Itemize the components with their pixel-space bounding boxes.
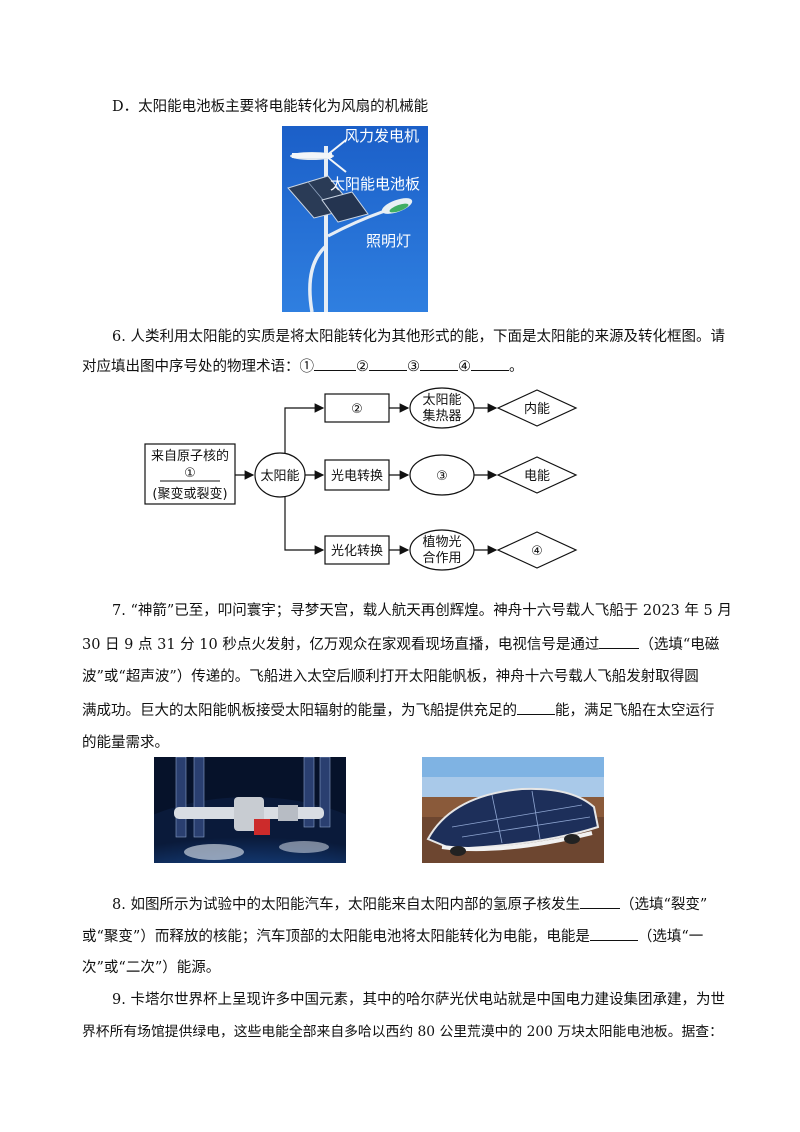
q8-line1: 8. 如图所示为试验中的太阳能汽车，太阳能来自太阳内部的氢原子核发生 （选填“裂变…: [112, 894, 707, 915]
q6-end: 。: [509, 359, 524, 375]
q6-mark-3: ③: [407, 359, 420, 375]
q6-blank-3[interactable]: [420, 356, 458, 371]
source-line3: (聚变或裂变): [152, 486, 227, 502]
q7-line1: 7. “神箭”已至，叩问寰宇；寻梦天宫，载人航天再创辉煌。神舟十六号载人飞船于 …: [112, 603, 732, 619]
bot-diamond: [496, 531, 578, 569]
q7-line3: 波”或“超声波”）传递的。飞船进入太空后顺利打开太阳能帆板，神舟十六号载人飞船发…: [82, 669, 699, 685]
lighting-lamp-label: 照明灯: [366, 232, 411, 250]
q7-line2: 30 日 9 点 31 分 10 秒点火发射，亿万观众在家观看现场直播，电视信号…: [82, 634, 719, 655]
q7-line2-a: 30 日 9 点 31 分 10 秒点火发射，亿万观众在家观看现场直播，电视信号…: [82, 637, 600, 653]
mid-diamond-label: 电能: [524, 469, 550, 484]
q9-line1: 9. 卡塔尔世界杯上呈现许多中国元素，其中的哈尔萨光伏电站就是中国电力建设集团承…: [112, 992, 725, 1008]
mid-box-label: 光电转换: [331, 469, 383, 484]
q7-line4-b: 能，满足飞船在太空运行: [555, 703, 715, 719]
option-d-text: D．太阳能电池板主要将电能转化为风扇的机械能: [112, 99, 429, 115]
solar-car-photo: [422, 757, 604, 863]
q7-blank-1[interactable]: [599, 634, 640, 649]
center-label: 太阳能: [260, 469, 299, 484]
q6-line2: 对应填出图中序号处的物理术语：① ② ③ ④ 。: [82, 356, 524, 377]
mid-circle-label: ③: [436, 469, 448, 484]
mid-diamond: [496, 456, 578, 494]
top-diamond: [496, 389, 578, 427]
q8-line1-a: 8. 如图所示为试验中的太阳能汽车，太阳能来自太阳内部的氢原子核发生: [112, 897, 580, 913]
q8-line1-b: （选填“裂变”: [619, 897, 708, 913]
q8-line2: 或“聚变”）而释放的核能；汽车顶部的太阳能电池将太阳能转化为电能，电能是 （选填“…: [82, 926, 703, 947]
q8-line2-a: 或“聚变”）而释放的核能；汽车顶部的太阳能电池将太阳能转化为电能，电能是: [82, 929, 590, 945]
q7-blank-2[interactable]: [517, 700, 555, 715]
top-diamond-label: 内能: [524, 401, 550, 417]
q6-mark-4: ④: [458, 359, 471, 375]
q8-blank-2[interactable]: [589, 926, 638, 941]
top-circle-line1: 太阳能: [422, 393, 461, 408]
q7-line5: 的能量需求。: [82, 735, 169, 751]
q7-line4-a: 满成功。巨大的太阳能帆板接受太阳辐射的能量，为飞船提供充足的: [82, 703, 517, 719]
q6-line1: 6. 人类利用太阳能的实质是将太阳能转化为其他形式的能，下面是太阳能的来源及转化…: [112, 329, 725, 345]
q6-prompt: 对应填出图中序号处的物理术语：: [82, 359, 300, 375]
mid-box: [324, 459, 390, 491]
bot-circle-line2: 合作用: [422, 551, 461, 566]
q6-blank-4[interactable]: [471, 356, 509, 371]
bot-circle-line1: 植物光: [422, 535, 461, 550]
top-box-label: ②: [351, 402, 363, 417]
source-line1: 来自原子核的: [151, 448, 229, 464]
q6-blank-2[interactable]: [369, 356, 407, 371]
q7-line4: 满成功。巨大的太阳能帆板接受太阳辐射的能量，为飞船提供充足的 能，满足飞船在太空运…: [82, 700, 715, 721]
q8-blank-1[interactable]: [579, 894, 620, 909]
q6-mark-1: ①: [299, 359, 315, 375]
bot-box-label: 光化转换: [331, 544, 383, 559]
street-lamp-photo: 风力发电机 太阳能电池板 照明灯: [282, 126, 428, 312]
q8-line3: 次”或“二次”）能源。: [82, 960, 221, 976]
q6-blank-1[interactable]: [314, 356, 356, 371]
q9-line2: 界杯所有场馆提供绿电，这些电能全部来自多哈以西约 80 公里荒漠中的 200 万…: [82, 1024, 723, 1040]
solar-panel-label: 太阳能电池板: [330, 175, 420, 193]
bot-diamond-label: ④: [531, 544, 543, 559]
wind-turbine-label: 风力发电机: [344, 127, 419, 145]
q7-line2-b: （选填“电磁: [639, 637, 720, 653]
top-circle-line2: 集热器: [422, 408, 461, 424]
top-box: [324, 393, 390, 423]
q8-line2-b: （选填“一: [637, 929, 704, 945]
q6-mark-2: ②: [356, 359, 369, 375]
source-mark: ①: [184, 466, 196, 481]
solar-energy-flowchart: 来自原子核的 ① (聚变或裂变) 太阳能 ② 太阳能 集热器 内能 光电转换 ③…: [140, 382, 590, 576]
source-box: [144, 443, 236, 505]
space-station-photo: [154, 757, 346, 863]
